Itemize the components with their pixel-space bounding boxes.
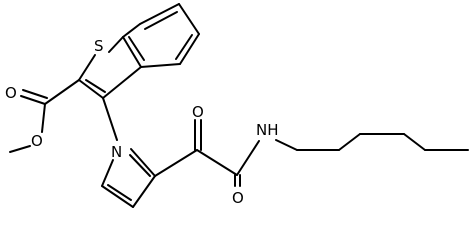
ether-oxygen-label: O (31, 132, 43, 150)
ester-group (9, 79, 80, 153)
pyrrole-ring (101, 148, 156, 208)
pyrrole-nitrogen-label: N (111, 143, 122, 161)
ketone-oxygen-label: O (192, 103, 204, 121)
glyoxamide-chain (154, 119, 260, 187)
benzene-ring (122, 3, 200, 68)
amide-nh-label: NH (256, 121, 279, 139)
sulfur-atom-label: S (94, 37, 104, 55)
carbonyl-oxygen-label: O (5, 84, 17, 102)
aryl-n-bond (102, 97, 118, 141)
hexyl-chain (275, 133, 469, 151)
structure-drawing: S O O N O NH O (5, 3, 469, 208)
molecule-canvas: S O O N O NH O (5, 3, 469, 208)
thiophene-ring (78, 36, 142, 99)
amide-oxygen-label: O (232, 189, 244, 207)
